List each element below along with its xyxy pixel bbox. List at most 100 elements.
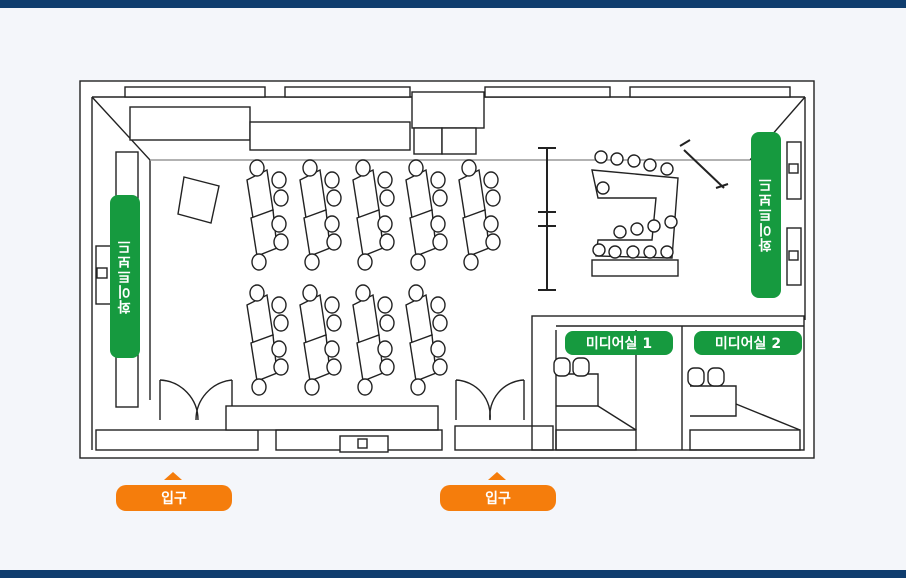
chair xyxy=(273,358,289,376)
entrance-left-arrow-icon xyxy=(164,472,182,480)
ceiling-window xyxy=(124,86,266,98)
chair xyxy=(271,171,287,189)
chair xyxy=(302,284,318,302)
chair xyxy=(271,215,287,233)
chair xyxy=(326,233,342,251)
chair xyxy=(630,222,644,236)
whiteboard-right-label: 화이트보드 xyxy=(751,132,781,298)
desk-cluster xyxy=(299,159,342,271)
v-table-chairs xyxy=(592,150,678,259)
chair xyxy=(324,340,340,358)
chair xyxy=(594,150,608,164)
chair xyxy=(660,162,674,176)
door-left xyxy=(159,379,199,421)
chair xyxy=(379,358,395,376)
chair xyxy=(408,159,424,177)
desk-cluster xyxy=(352,284,395,396)
bottom-bar xyxy=(0,570,906,578)
ceiling-window xyxy=(284,86,411,98)
chair xyxy=(273,189,289,207)
cabinet xyxy=(129,106,251,141)
socket-icon xyxy=(357,438,368,449)
chair xyxy=(324,296,340,314)
chair xyxy=(626,245,640,259)
media-room-chairs xyxy=(553,357,725,387)
media-room-2-label: 미디어실 2 xyxy=(694,331,802,355)
ceiling-window xyxy=(629,86,791,98)
chair xyxy=(304,378,320,396)
chair xyxy=(355,159,371,177)
pillar xyxy=(411,91,485,129)
chair xyxy=(379,189,395,207)
desk-cluster xyxy=(405,159,448,271)
socket-icon xyxy=(788,250,799,261)
chair xyxy=(485,189,501,207)
chair xyxy=(326,358,342,376)
chair xyxy=(324,215,340,233)
chair xyxy=(273,314,289,332)
chair xyxy=(461,159,477,177)
chair xyxy=(377,296,393,314)
chair xyxy=(707,367,725,387)
chair xyxy=(687,367,705,387)
chair xyxy=(627,154,641,168)
cabinet xyxy=(249,121,411,151)
chair xyxy=(326,189,342,207)
desk-cluster xyxy=(246,284,289,396)
desk-clusters xyxy=(246,159,501,396)
chair xyxy=(304,253,320,271)
chair xyxy=(660,245,674,259)
chair xyxy=(608,245,622,259)
chair xyxy=(432,358,448,376)
media-room-1-label: 미디어실 1 xyxy=(565,331,673,355)
chair xyxy=(249,159,265,177)
socket-icon xyxy=(788,163,799,174)
chair xyxy=(483,171,499,189)
chair xyxy=(572,357,590,377)
chair xyxy=(302,159,318,177)
chair xyxy=(249,284,265,302)
chair xyxy=(432,233,448,251)
whiteboard-left-label: 화이트보드 xyxy=(110,195,140,358)
chair xyxy=(430,296,446,314)
top-bar xyxy=(0,0,906,8)
cabinet xyxy=(441,127,477,155)
square-table xyxy=(177,176,220,224)
chair xyxy=(553,357,571,377)
desk-cluster xyxy=(352,159,395,271)
chair xyxy=(592,243,606,257)
chair xyxy=(432,314,448,332)
chair xyxy=(357,378,373,396)
chair xyxy=(410,253,426,271)
desk-cluster xyxy=(458,159,501,271)
chair xyxy=(251,253,267,271)
chair xyxy=(463,253,479,271)
chair xyxy=(377,215,393,233)
chair xyxy=(647,219,661,233)
chair xyxy=(410,378,426,396)
chair xyxy=(326,314,342,332)
chair xyxy=(324,171,340,189)
chair xyxy=(355,284,371,302)
chair xyxy=(273,233,289,251)
cabinet xyxy=(413,127,443,155)
chair xyxy=(379,233,395,251)
chair xyxy=(430,340,446,358)
entrance-right-label: 입구 xyxy=(440,485,556,511)
v-table xyxy=(591,169,679,259)
chair xyxy=(613,225,627,239)
chair xyxy=(430,171,446,189)
table-edge xyxy=(591,259,679,277)
chair xyxy=(251,378,267,396)
entrance-right-arrow-icon xyxy=(488,472,506,480)
chair xyxy=(271,340,287,358)
chair xyxy=(377,171,393,189)
socket-icon xyxy=(96,267,108,279)
ceiling-window xyxy=(484,86,611,98)
chair xyxy=(485,233,501,251)
chair xyxy=(643,245,657,259)
chair xyxy=(430,215,446,233)
chair xyxy=(483,215,499,233)
chair xyxy=(357,253,373,271)
